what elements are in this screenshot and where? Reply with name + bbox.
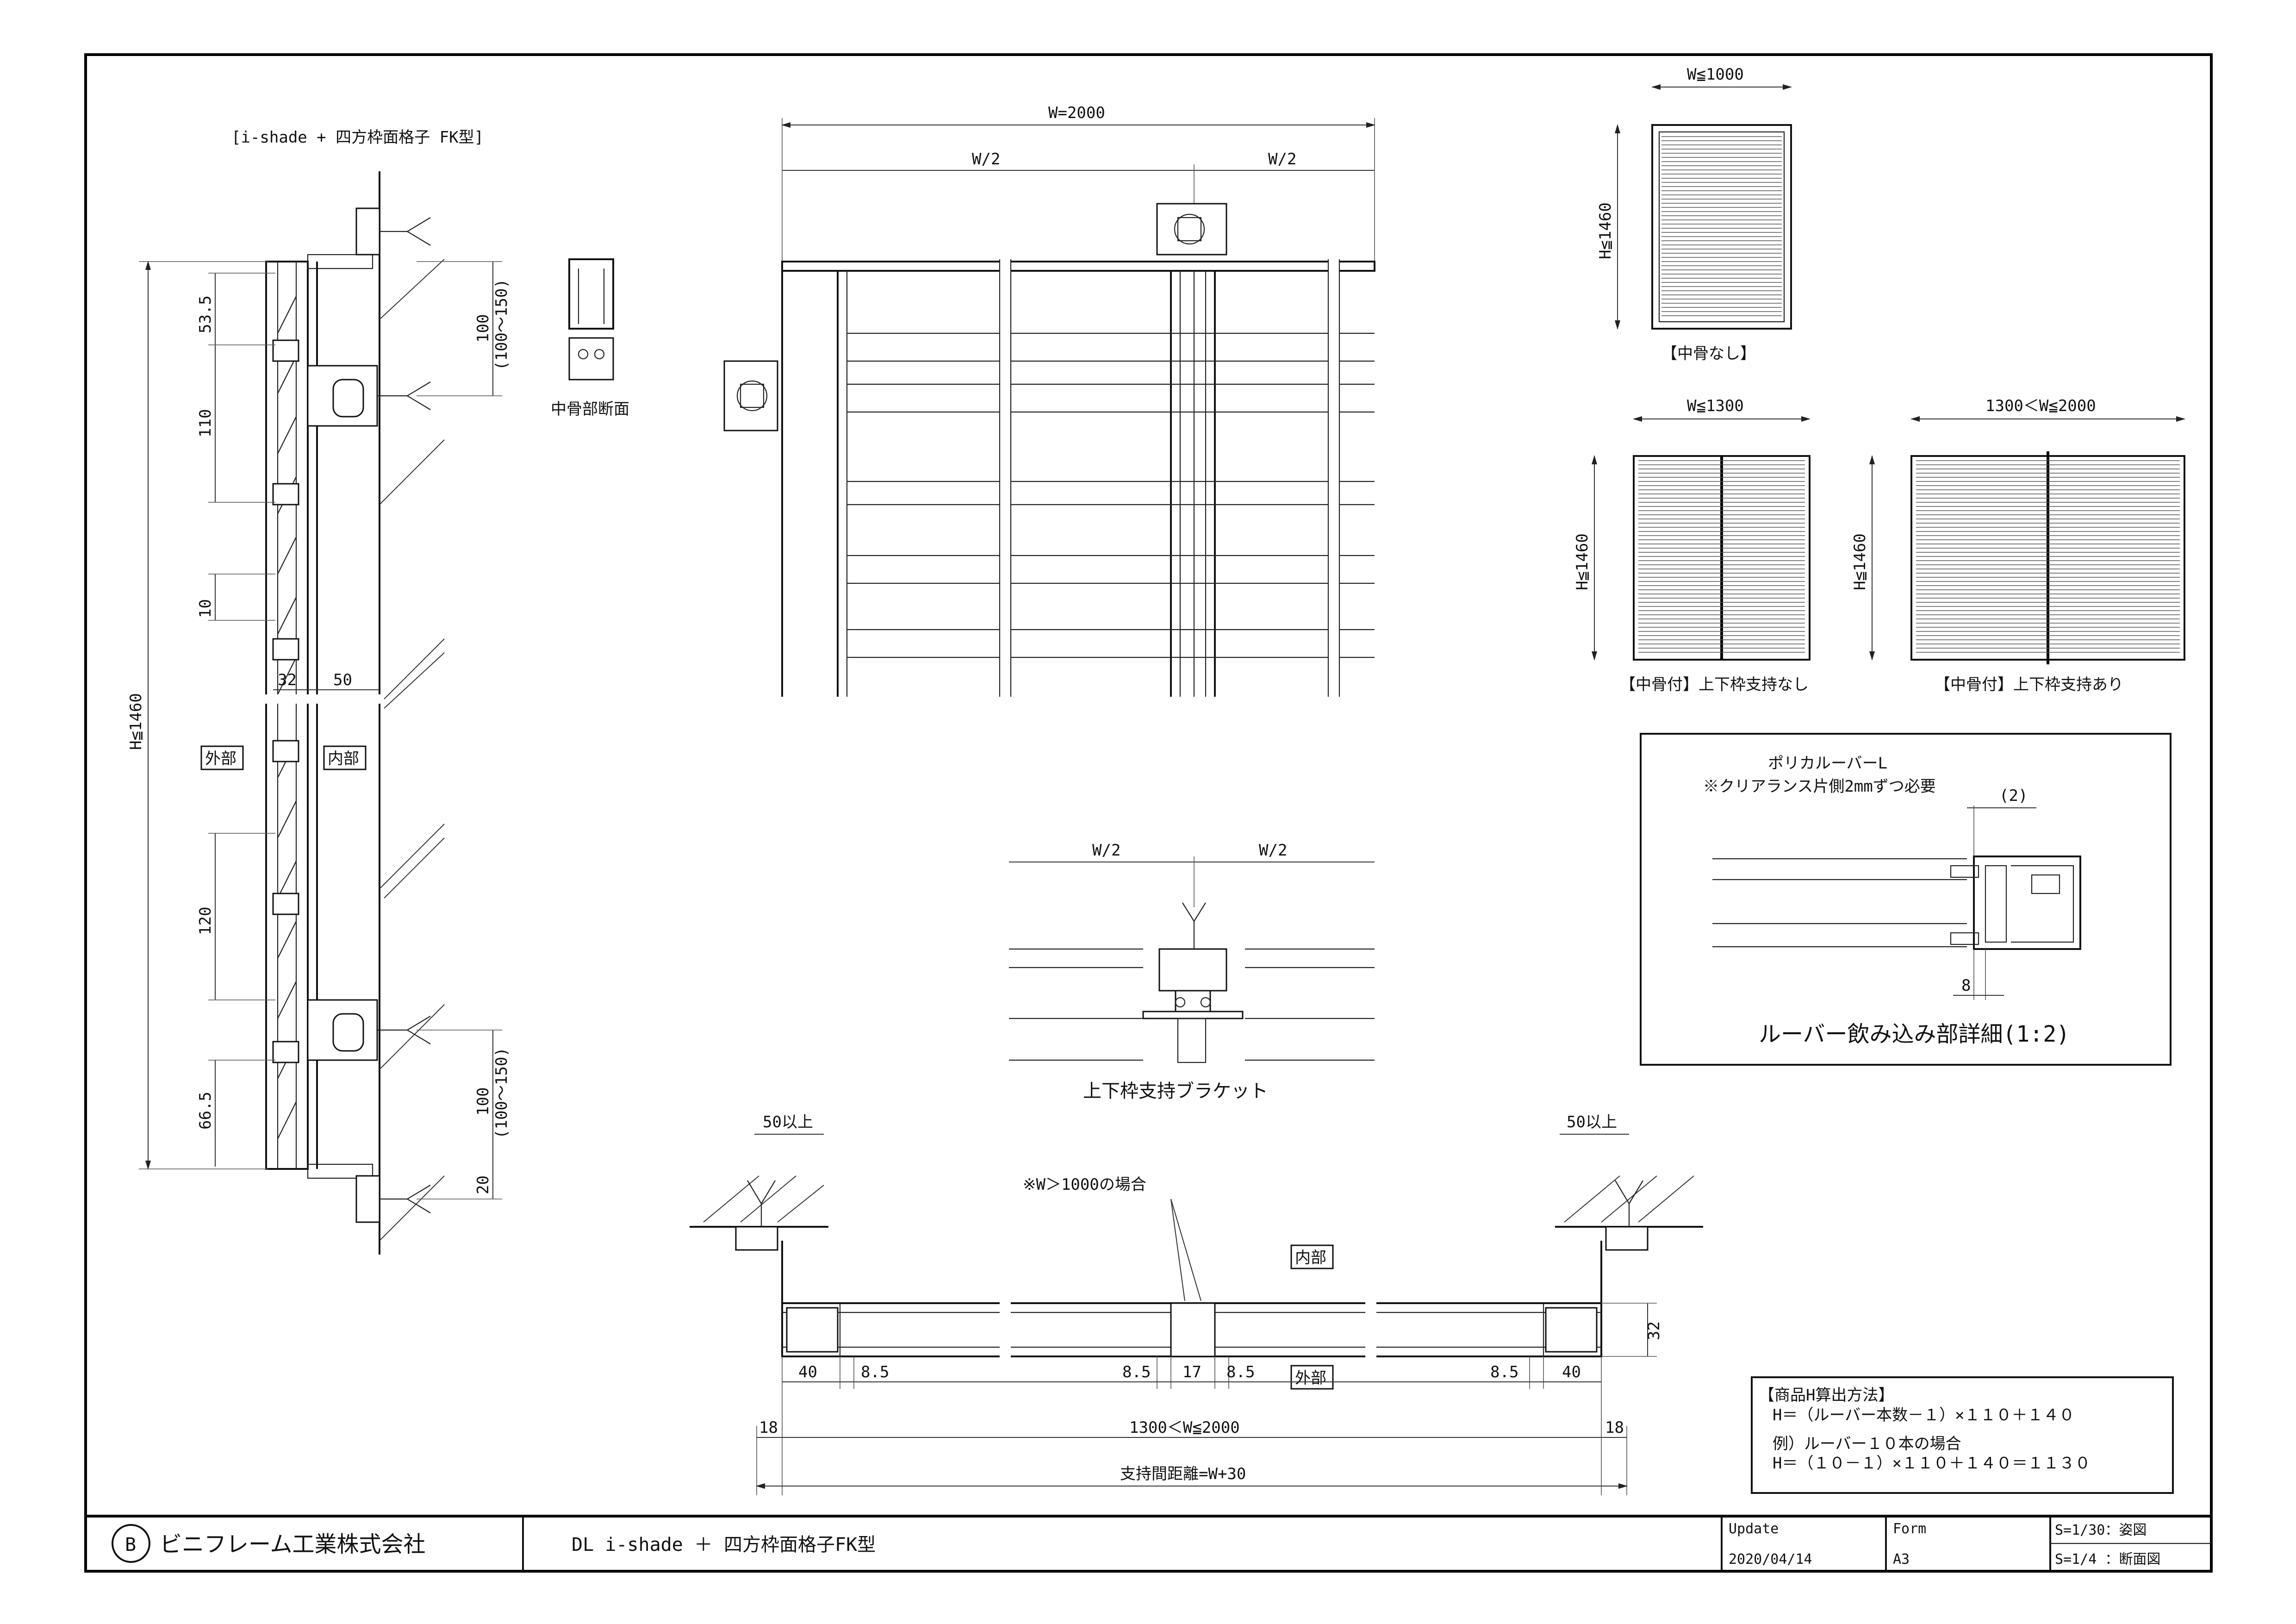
formula-line-3: H＝（１０－１）×１１０＋１４０＝１１３０: [1773, 1454, 2091, 1473]
bracket-caption: 上下枠支持ブラケット: [1083, 1081, 1268, 1102]
formula-line-1: H＝（ルーバー本数－１）×１１０＋１４０: [1773, 1406, 2075, 1424]
scale-2: S=1/4 ：断面図: [2055, 1551, 2160, 1568]
update-value: 2020/04/14: [1729, 1551, 1812, 1568]
drawing-title: DL i-shade ＋ 四方枠面格子FK型: [572, 1534, 876, 1555]
plan-min-right: 50以上: [1567, 1113, 1617, 1131]
panel-types: W≦1000 H≦1460 【中骨なし】 W≦1300 H≦1460 【中骨付】…: [1573, 65, 2185, 694]
plan-section: 50以上 50以上 ※W: [690, 1113, 1703, 1495]
panel-2-height: H≦1460: [1573, 533, 1592, 590]
side-section-title: [i-shade + 四方枠面格子 FK型]: [231, 128, 484, 147]
side-bracket-top-dim: 100: [474, 314, 492, 343]
panel-2-width: W≦1300: [1687, 397, 1744, 415]
plan-support-distance: 支持間距離=W+30: [1120, 1465, 1246, 1483]
side-section: [i-shade + 四方枠面格子 FK型]: [127, 128, 511, 1255]
panel-1-height: H≦1460: [1596, 202, 1615, 259]
louver-caption: ルーバー飲み込み部詳細(1:2): [1759, 1021, 2070, 1047]
plan-dim-40-right: 40: [1562, 1363, 1581, 1381]
title-block: B ビニフレーム工業株式会社 DL i-shade ＋ 四方枠面格子FK型 Up…: [86, 1515, 2211, 1571]
formula-box: 【商品H算出方法】 H＝（ルーバー本数－１）×１１０＋１４０ 例）ルーバー１０本…: [1751, 1376, 2174, 1494]
bracket-half-left: W/2: [1092, 841, 1120, 860]
sheet-border: [84, 53, 2213, 1573]
elevation-half-right: W/2: [1268, 150, 1296, 169]
company-logo-mark: B: [125, 1534, 136, 1555]
plan-edge-right: 18: [1605, 1418, 1624, 1437]
panel-1-width: W≦1000: [1687, 65, 1744, 84]
panel-3-height: H≦1460: [1851, 533, 1869, 590]
mullion-caption: 中骨部断面: [551, 400, 629, 418]
side-dim-50: 50: [333, 671, 352, 689]
side-dim-66-5: 66.5: [196, 1092, 215, 1130]
side-tag-inside: 内部: [328, 750, 359, 768]
side-dim-20: 20: [474, 1175, 492, 1194]
form-value: A3: [1893, 1551, 1910, 1568]
plan-min-left: 50以上: [763, 1113, 813, 1131]
mullion-section: 中骨部断面: [551, 258, 629, 418]
side-bracket-top-range: (100～150): [492, 279, 511, 370]
side-dim-120: 120: [196, 907, 215, 935]
formula-line-2: 例）ルーバー１０本の場合: [1773, 1435, 1961, 1453]
plan-dim-8-5-c: 8.5: [1226, 1363, 1255, 1381]
update-label: Update: [1729, 1521, 1779, 1537]
elevation-half-left: W/2: [972, 150, 1000, 169]
company-name: ビニフレーム工業株式会社: [160, 1531, 426, 1557]
louver-clearance: (2): [1999, 787, 2028, 805]
louver-label: ポリカルーバーL: [1768, 754, 1887, 773]
plan-dim-40-left: 40: [798, 1363, 817, 1381]
company-logo: [112, 1524, 150, 1563]
scale-1: S=1/30：姿図: [2055, 1522, 2147, 1538]
louver-depth: 8: [1961, 976, 1971, 995]
panel-3-width: 1300＜W≦2000: [1985, 397, 2096, 415]
plan-dim-17: 17: [1182, 1363, 1201, 1381]
side-bracket-bottom-range: (100～150): [492, 1047, 511, 1139]
panel-2-caption: 【中骨付】上下枠支持なし: [1620, 675, 1809, 694]
panel-1-caption: 【中骨なし】: [1661, 344, 1756, 363]
side-dim-110: 110: [196, 409, 215, 437]
louver-note: ※クリアランス片側2mmずつ必要: [1703, 777, 1936, 796]
side-dim-53-5: 53.5: [196, 295, 215, 333]
plan-tag-outside: 外部: [1295, 1369, 1326, 1387]
front-elevation: W=2000 W/2 W/2: [723, 104, 1375, 699]
form-label: Form: [1893, 1521, 1926, 1537]
bracket-detail: W/2 W/2 上下枠支持ブラケット: [1009, 841, 1375, 1102]
formula-title: 【商品H算出方法】: [1759, 1386, 1894, 1405]
side-dim-10: 10: [196, 599, 215, 618]
plan-depth: 32: [1645, 1321, 1663, 1340]
plan-note: ※W＞1000の場合: [1023, 1175, 1146, 1194]
plan-width-range: 1300＜W≦2000: [1129, 1418, 1240, 1437]
side-dim-32: 32: [278, 671, 297, 689]
side-bracket-bottom-dim: 100: [474, 1087, 492, 1116]
plan-edge-left: 18: [759, 1418, 778, 1437]
elevation-total-width: W=2000: [1048, 104, 1105, 122]
plan-dim-8-5-a: 8.5: [861, 1363, 889, 1381]
louver-detail: ポリカルーバーL ※クリアランス片側2mmずつ必要 (2) 8 ルーバー飲み込み…: [1640, 733, 2172, 1066]
plan-dim-8-5-d: 8.5: [1490, 1363, 1518, 1381]
side-tag-outside: 外部: [205, 750, 236, 768]
side-overall-height: H≦1460: [127, 693, 145, 750]
panel-3-caption: 【中骨付】上下枠支持あり: [1935, 675, 2123, 694]
plan-dim-8-5-b: 8.5: [1122, 1363, 1151, 1381]
plan-tag-inside: 内部: [1295, 1249, 1326, 1267]
bracket-half-right: W/2: [1259, 841, 1287, 860]
